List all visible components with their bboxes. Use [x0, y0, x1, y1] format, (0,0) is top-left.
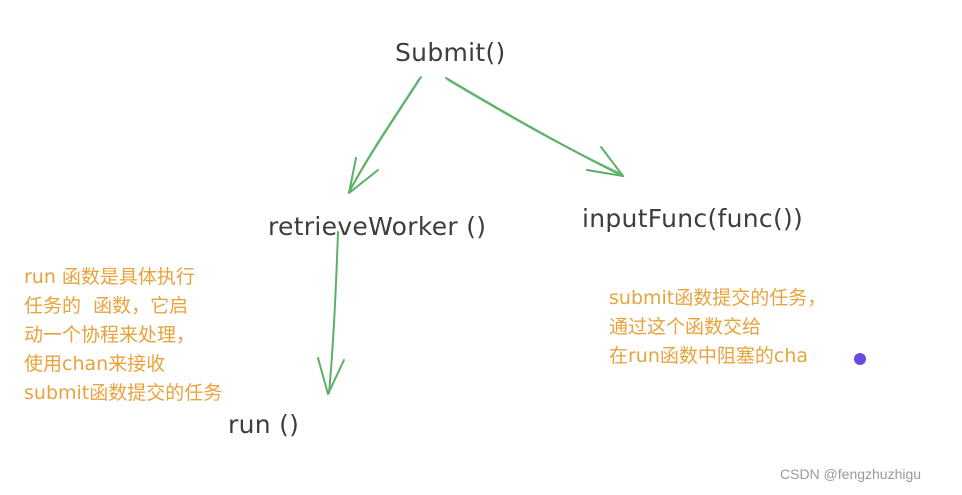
input-func-node: inputFunc(func()) [582, 204, 804, 233]
cursor-dot-icon [854, 353, 866, 365]
run-node: run () [228, 410, 300, 439]
retrieve-worker-node: retrieveWorker () [268, 212, 487, 241]
run-function-note: run 函数是具体执行 任务的 函数，它启 动一个协程来处理， 使用chan来接… [24, 266, 223, 404]
submit-node: Submit() [395, 38, 506, 67]
arrow-retrieveworker-to-run [317, 231, 345, 395]
watermark: CSDN @fengzhuzhigu [780, 466, 922, 482]
arrow-submit-to-inputfunc [445, 77, 624, 177]
submit-function-note: submit函数提交的任务， 通过这个函数交给 在run函数中阻塞的cha [609, 287, 827, 367]
arrow-submit-to-retrieveworker [348, 76, 422, 194]
